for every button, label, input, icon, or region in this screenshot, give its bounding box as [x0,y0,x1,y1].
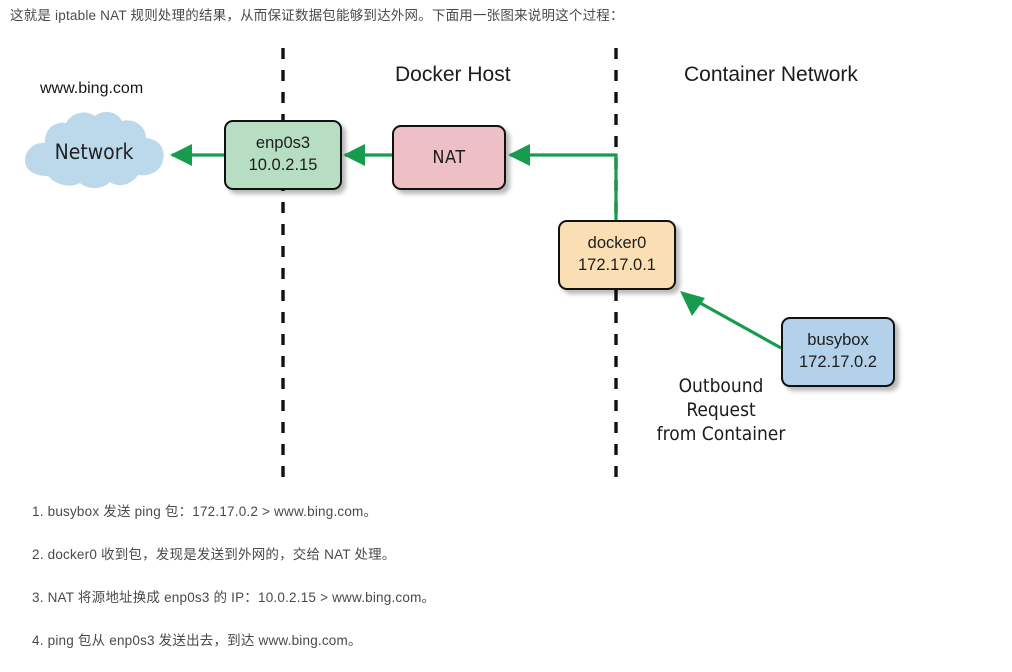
node-docker0-address: 172.17.0.1 [578,256,656,274]
outbound-annotation-line-1: Outbound [678,375,764,397]
intro-paragraph: 这就是 iptable NAT 规则处理的结果，从而保证数据包能够到达外网。下面… [10,8,624,23]
step-item-3: 3. NAT 将源地址换成 enp0s3 的 IP：10.0.2.15 > ww… [32,590,436,605]
busybox-to-docker0-green-line [683,292,782,350]
node-nat: NAT [392,125,506,190]
node-nat-name: NAT [432,146,466,168]
outbound-request-annotation: Outbound Request from Container [630,375,812,447]
node-docker0-name: docker0 [587,234,647,253]
external-site-label: www.bing.com [40,80,144,97]
network-diagram: Docker Host Container Network www.bing.c… [0,30,1012,490]
step-item-2: 2. docker0 收到包，发现是发送到外网的，交给 NAT 处理。 [32,547,396,562]
node-busybox-name: busybox [807,331,869,350]
network-cloud-icon [24,111,164,189]
step-item-4: 4. ping 包从 enp0s3 发送出去，到达 www.bing.com。 [32,633,362,648]
node-busybox: busybox 172.17.0.2 [781,317,895,387]
diagram-title-docker-host: Docker Host [395,63,511,86]
node-enp0s3: enp0s3 10.0.2.15 [224,120,342,190]
diagram-title-container-network: Container Network [684,63,858,86]
diagram-connector-lines [172,48,782,482]
outbound-annotation-line-2: Request [686,398,756,421]
docker0-to-nat-green-line [510,153,618,222]
node-docker0: docker0 172.17.0.1 [558,220,676,290]
node-enp0s3-name: enp0s3 [255,134,311,153]
steps-list: 1. busybox 发送 ping 包：172.17.0.2 > www.bi… [32,500,972,672]
step-item-1: 1. busybox 发送 ping 包：172.17.0.2 > www.bi… [32,504,378,519]
outbound-annotation-line-3: from Container [656,422,786,445]
node-busybox-address: 172.17.0.2 [799,353,877,371]
node-enp0s3-address: 10.0.2.15 [248,156,318,174]
